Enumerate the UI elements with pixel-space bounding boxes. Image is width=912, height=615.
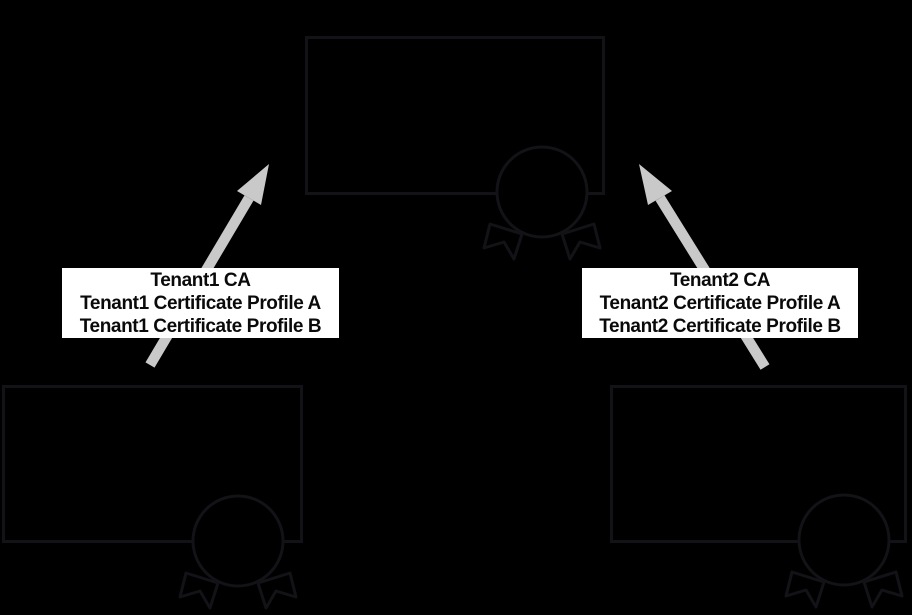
tenant1-certificate-box: [2, 385, 303, 543]
tenant2-certificate-box: [610, 385, 907, 543]
certificate-rosette-icon: [178, 493, 298, 615]
tenant1-profile-a-label-line: Tenant1 Certificate Profile A: [80, 293, 321, 314]
tenant1-profile-b-label-line: Tenant1 Certificate Profile B: [79, 316, 322, 337]
tenant1-ca-label: Tenant1 CA Tenant1 Certificate Profile A…: [62, 268, 339, 338]
certificate-rosette-icon: [784, 492, 904, 615]
tenant2-ca-label: Tenant2 CA Tenant2 Certificate Profile A…: [582, 268, 858, 338]
tenant2-profile-b-label-line: Tenant2 Certificate Profile B: [599, 316, 841, 337]
tenant1-ca-label-line: Tenant1 CA: [150, 270, 251, 291]
tenant2-ca-label-line: Tenant2 CA: [669, 270, 771, 291]
certificate-rosette-icon: [482, 144, 602, 268]
tenant2-profile-a-label-line: Tenant2 Certificate Profile A: [599, 293, 841, 314]
root-certificate-box: [305, 36, 605, 195]
